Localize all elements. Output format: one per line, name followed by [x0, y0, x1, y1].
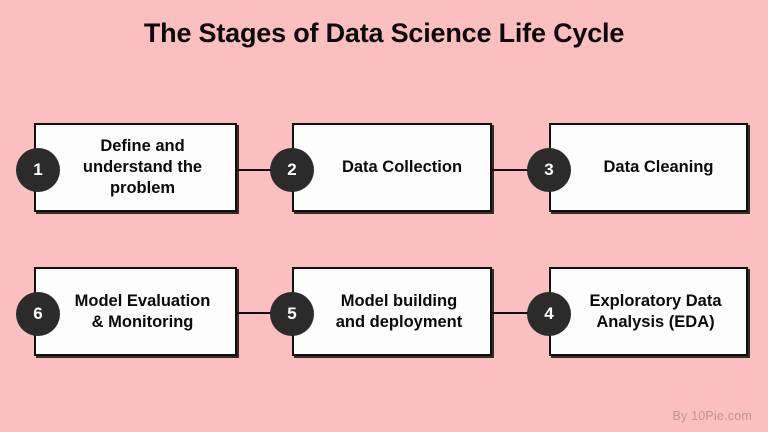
stage-label-6: Model Evaluation & Monitoring	[74, 291, 211, 331]
stage-badge-5[interactable]: 5	[270, 292, 314, 336]
stage-badge-1[interactable]: 1	[16, 148, 60, 192]
stage-box-4[interactable]: Exploratory Data Analysis (EDA)	[549, 267, 748, 356]
stage-box-2[interactable]: Data Collection	[292, 123, 492, 212]
stage-box-6[interactable]: Model Evaluation & Monitoring	[34, 267, 237, 356]
stage-box-5[interactable]: Model building and deployment	[292, 267, 492, 356]
stage-box-1[interactable]: Define and understand the problem	[34, 123, 237, 212]
stage-label-5: Model building and deployment	[335, 291, 463, 331]
footer-credit: By 10Pie.com	[672, 409, 752, 423]
connector-5-to-4	[492, 312, 552, 314]
stage-label-2: Data Collection	[341, 158, 463, 176]
connector-1-to-2	[237, 169, 295, 171]
stage-badge-6[interactable]: 6	[16, 292, 60, 336]
connector-6-to-5	[237, 312, 295, 314]
stage-label-4: Exploratory Data Analysis (EDA)	[589, 291, 722, 331]
page-title: The Stages of Data Science Life Cycle	[143, 18, 625, 48]
stage-label-1: Define and understand the problem	[82, 137, 203, 197]
stage-label-3: Data Cleaning	[603, 158, 714, 176]
stage-badge-4[interactable]: 4	[527, 292, 571, 336]
connector-2-to-3	[492, 169, 552, 171]
stage-badge-3[interactable]: 3	[527, 148, 571, 192]
stage-badge-2[interactable]: 2	[270, 148, 314, 192]
stage-box-3[interactable]: Data Cleaning	[549, 123, 748, 212]
